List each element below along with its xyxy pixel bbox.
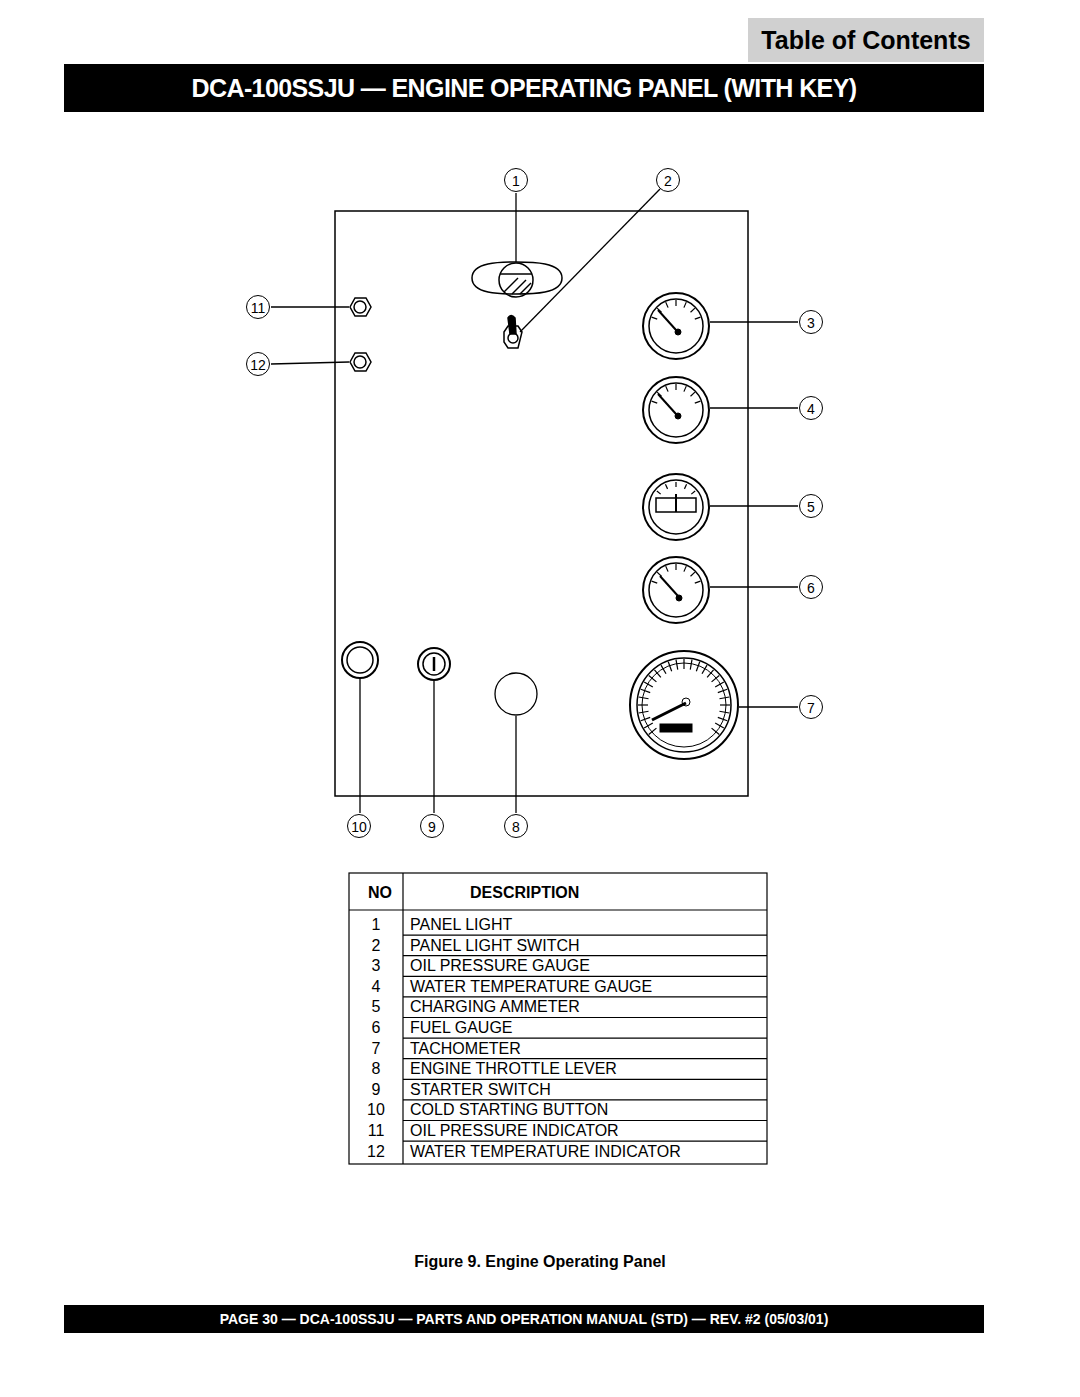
callout-number: 7 (799, 695, 823, 719)
toc-tab (748, 18, 984, 62)
buttons (342, 642, 537, 715)
panel-light (472, 262, 562, 297)
callout-number: 12 (246, 352, 270, 376)
gauges (630, 293, 738, 759)
table-cell: 3 (349, 956, 403, 977)
table-header: DESCRIPTION (470, 876, 670, 910)
table-cell: STARTER SWITCH (410, 1080, 764, 1101)
panel-outline (335, 211, 748, 796)
table-cell: WATER TEMPERATURE GAUGE (410, 977, 764, 998)
leader-lines (271, 189, 798, 813)
toc-link: Table of Contents (748, 18, 984, 62)
callout-number: 11 (246, 295, 270, 319)
table-cell: ENGINE THROTTLE LEVER (410, 1059, 764, 1080)
table-cell: COLD STARTING BUTTON (410, 1100, 764, 1121)
callout-number: 6 (799, 575, 823, 599)
table-cell: 6 (349, 1018, 403, 1039)
table-cell: 2 (349, 936, 403, 957)
table-cell: 1 (349, 915, 403, 936)
callout-number: 2 (656, 168, 680, 192)
callout-number: 10 (347, 814, 371, 838)
callout-number: 3 (799, 310, 823, 334)
table-cell: 7 (349, 1039, 403, 1060)
table-cell: CHARGING AMMETER (410, 997, 764, 1018)
table-cell: 5 (349, 997, 403, 1018)
indicator-lamps (350, 298, 371, 371)
parts-table-grid (349, 873, 767, 1164)
table-cell: 4 (349, 977, 403, 998)
table-cell: TACHOMETER (410, 1039, 764, 1060)
table-cell: PANEL LIGHT (410, 915, 764, 936)
callout-number: 5 (799, 494, 823, 518)
table-cell: 11 (349, 1121, 403, 1142)
table-cell: 8 (349, 1059, 403, 1080)
callout-number: 8 (504, 814, 528, 838)
footer-text: PAGE 30 — DCA-100SSJU — PARTS AND OPERAT… (64, 1305, 984, 1333)
table-cell: OIL PRESSURE GAUGE (410, 956, 764, 977)
table-cell: 9 (349, 1080, 403, 1101)
table-cell: FUEL GAUGE (410, 1018, 764, 1039)
table-cell: PANEL LIGHT SWITCH (410, 936, 764, 957)
title-bar (64, 64, 984, 112)
gauge-ticks (638, 300, 730, 735)
table-cell: OIL PRESSURE INDICATOR (410, 1121, 764, 1142)
figure-caption: Figure 9. Engine Operating Panel (240, 1250, 840, 1274)
page-title: DCA-100SSJU — ENGINE OPERATING PANEL (WI… (64, 64, 984, 112)
table-header: NO (368, 876, 402, 910)
callout-number: 4 (799, 396, 823, 420)
footer-bar (64, 1305, 984, 1333)
callout-number: 1 (504, 168, 528, 192)
table-cell: WATER TEMPERATURE INDICATOR (410, 1142, 764, 1163)
callout-number: 9 (420, 814, 444, 838)
toggle-switch (504, 316, 522, 349)
table-cell: 10 (349, 1100, 403, 1121)
table-cell: 12 (349, 1142, 403, 1163)
